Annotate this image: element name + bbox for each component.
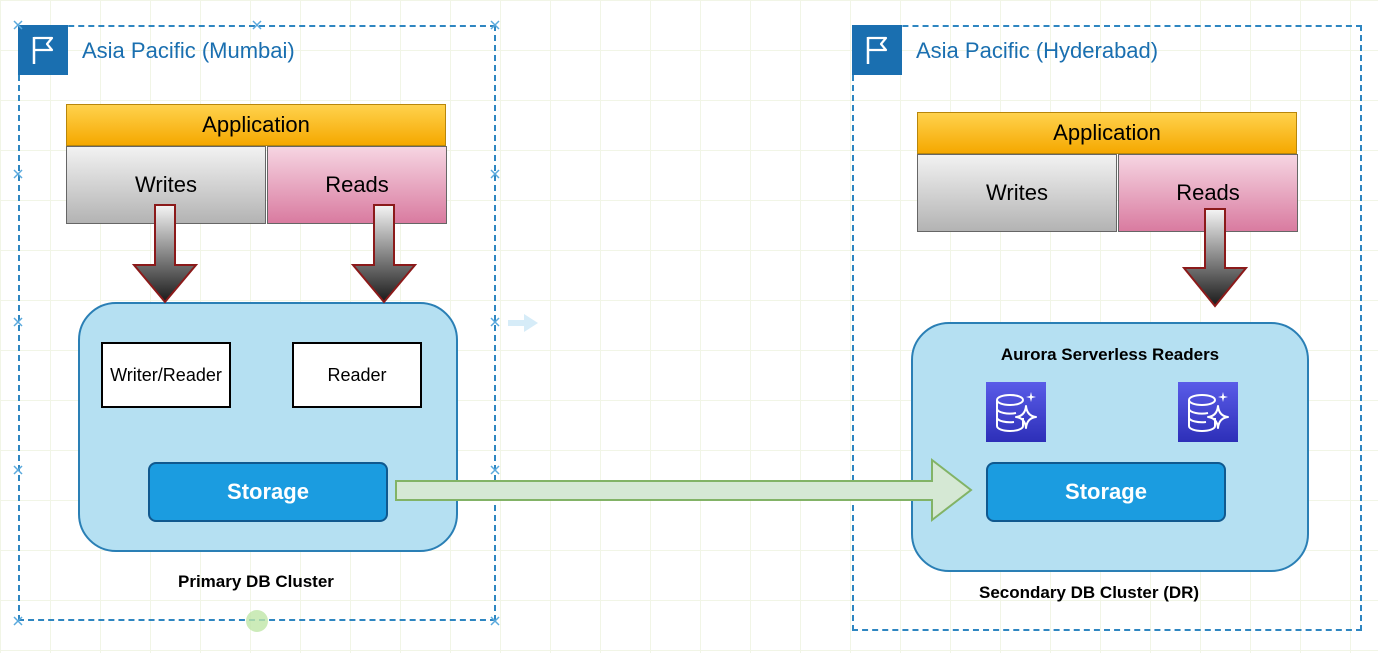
flag-icon — [18, 25, 68, 75]
primary-storage: Storage — [148, 462, 388, 522]
secondary-db-cluster — [911, 322, 1309, 572]
down-arrow — [1181, 208, 1249, 308]
database-sparkle-icon — [1178, 382, 1238, 442]
faint-arrow-icon — [508, 314, 538, 332]
primary-cluster-caption: Primary DB Cluster — [178, 572, 334, 591]
region-label: Asia Pacific (Mumbai) — [82, 38, 295, 63]
reads-box: Reads — [267, 146, 447, 224]
application-bar: Application — [917, 112, 1297, 154]
writes-box: Writes — [917, 154, 1117, 232]
database-sparkle-icon — [986, 382, 1046, 442]
region-hyderabad — [852, 25, 1362, 631]
reader-node: Reader — [292, 342, 422, 408]
serverless-readers-title: Aurora Serverless Readers — [1000, 345, 1220, 364]
connection-point — [246, 610, 268, 632]
replication-arrow — [395, 457, 973, 523]
writes-box: Writes — [66, 146, 266, 224]
down-arrow — [350, 204, 418, 304]
secondary-storage: Storage — [986, 462, 1226, 522]
writer-reader-node: Writer/Reader — [101, 342, 231, 408]
secondary-cluster-caption: Secondary DB Cluster (DR) — [979, 583, 1200, 602]
flag-icon — [852, 25, 902, 75]
application-bar: Application — [66, 104, 446, 146]
selection-handles — [13, 20, 500, 626]
region-label: Asia Pacific (Hyderabad) — [916, 38, 1159, 63]
down-arrow — [131, 204, 199, 304]
